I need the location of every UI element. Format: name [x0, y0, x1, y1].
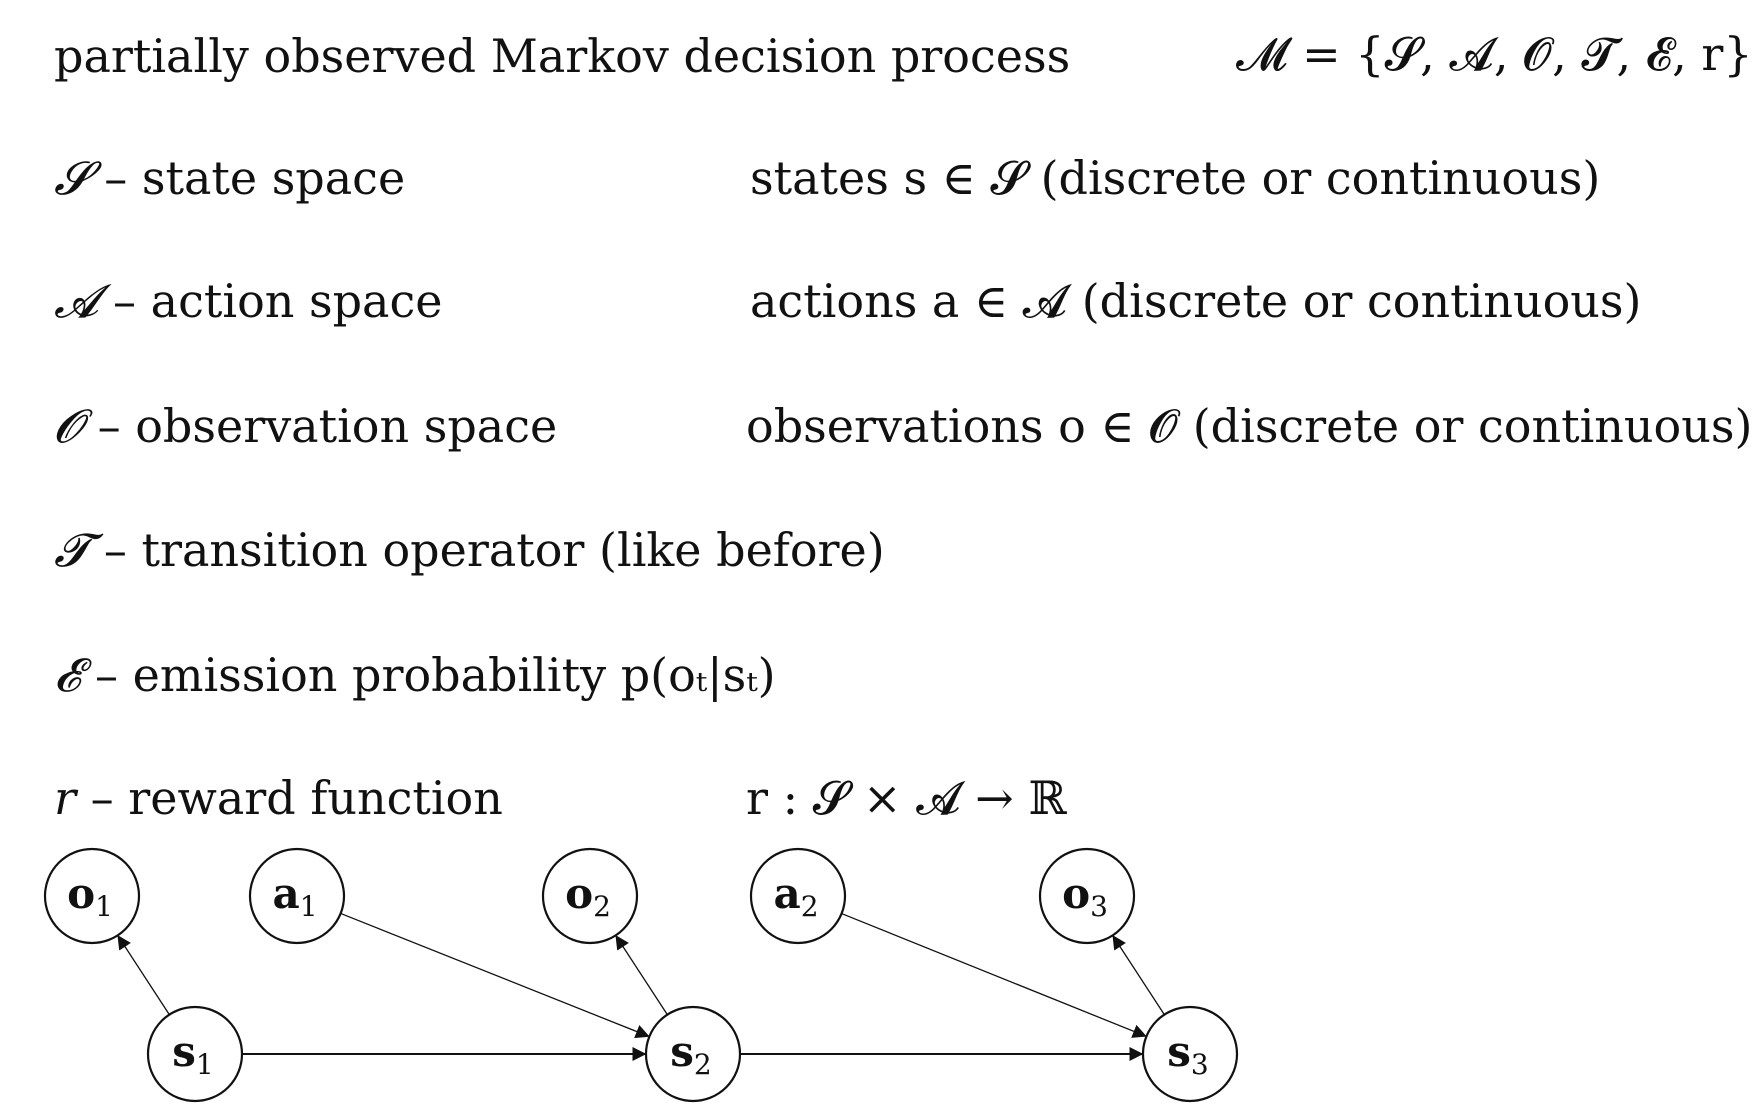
- node-o1: o1: [43, 847, 141, 945]
- edge-layer: [117, 912, 1165, 1061]
- action-space-label: – action space: [98, 274, 443, 328]
- pomdp-tuple: 𝓜 = {𝓢, 𝓐, 𝓞, 𝓣, 𝓔, r}: [1236, 27, 1753, 81]
- row-observation-space: 𝓞 – observation space: [54, 398, 557, 454]
- reward-function-label: – reward function: [76, 771, 503, 825]
- edge-a1-to-s2: [340, 912, 650, 1039]
- edge-s1-to-o1: [117, 935, 170, 1015]
- node-o2-circle: [541, 847, 639, 945]
- row-action-space: 𝓐 – action space: [54, 273, 442, 329]
- row-reward-function: r – reward function: [54, 770, 503, 826]
- node-s2-circle: [644, 1005, 742, 1103]
- observation-space-symbol: 𝓞: [54, 399, 83, 453]
- emission-probability-symbol: 𝓔: [54, 648, 81, 702]
- slide-title: partially observed Markov decision proce…: [54, 29, 1071, 83]
- edge-s2-to-o2: [615, 935, 668, 1015]
- node-o3: o3: [1038, 847, 1136, 945]
- row-state-space: 𝓢 – state space: [54, 150, 405, 206]
- node-s2-subscript: 2: [694, 1048, 712, 1081]
- node-o1-subscript: 1: [95, 890, 113, 923]
- row-transition-operator: 𝓣 – transition operator (like before): [54, 522, 885, 578]
- node-a2-label: a2: [773, 869, 818, 923]
- edge-s3-to-o3: [1112, 935, 1165, 1015]
- node-a2-circle: [749, 847, 847, 945]
- node-a2: a2: [749, 847, 847, 945]
- transition-operator-label: – transition operator (like before): [89, 523, 885, 577]
- node-o2: o2: [541, 847, 639, 945]
- node-a1-circle: [248, 847, 346, 945]
- node-s3-subscript: 3: [1191, 1048, 1209, 1081]
- row-emission-probability: 𝓔 – emission probability p(oₜ|sₜ): [54, 647, 776, 703]
- state-space-label: – state space: [89, 151, 406, 205]
- node-o2-subscript: 2: [593, 890, 611, 923]
- node-o1-circle: [43, 847, 141, 945]
- node-o3-subscript: 3: [1090, 890, 1108, 923]
- node-o3-circle: [1038, 847, 1136, 945]
- observation-space-label: – observation space: [82, 399, 558, 453]
- action-space-symbol: 𝓐: [54, 274, 99, 328]
- node-s1-subscript: 1: [196, 1048, 214, 1081]
- reward-function-symbol: r: [54, 771, 76, 825]
- node-a1: a1: [248, 847, 346, 945]
- emission-probability-label: – emission probability p(oₜ|sₜ): [80, 648, 776, 702]
- node-s1: s1: [146, 1005, 244, 1103]
- states-definition: states s ∈ 𝓢 (discrete or continuous): [750, 151, 1601, 205]
- node-s2: s2: [644, 1005, 742, 1103]
- reward-definition: r : 𝓢 × 𝓐 → ℝ: [746, 771, 1067, 825]
- state-space-symbol: 𝓢: [54, 151, 90, 205]
- actions-definition: actions a ∈ 𝓐 (discrete or continuous): [750, 274, 1642, 328]
- node-s1-circle: [146, 1005, 244, 1103]
- node-s3-circle: [1141, 1005, 1239, 1103]
- edge-a2-to-s3: [841, 912, 1147, 1038]
- node-layer: o1 a1 o2 a2 o3 s1 s2 s3: [43, 847, 1239, 1103]
- observations-definition: observations o ∈ 𝓞 (discrete or continuo…: [746, 399, 1753, 453]
- node-o2-label: o2: [565, 869, 611, 923]
- node-a1-subscript: 1: [300, 890, 318, 923]
- node-s3: s3: [1141, 1005, 1239, 1103]
- transition-operator-symbol: 𝓣: [54, 523, 90, 577]
- node-a2-subscript: 2: [801, 890, 819, 923]
